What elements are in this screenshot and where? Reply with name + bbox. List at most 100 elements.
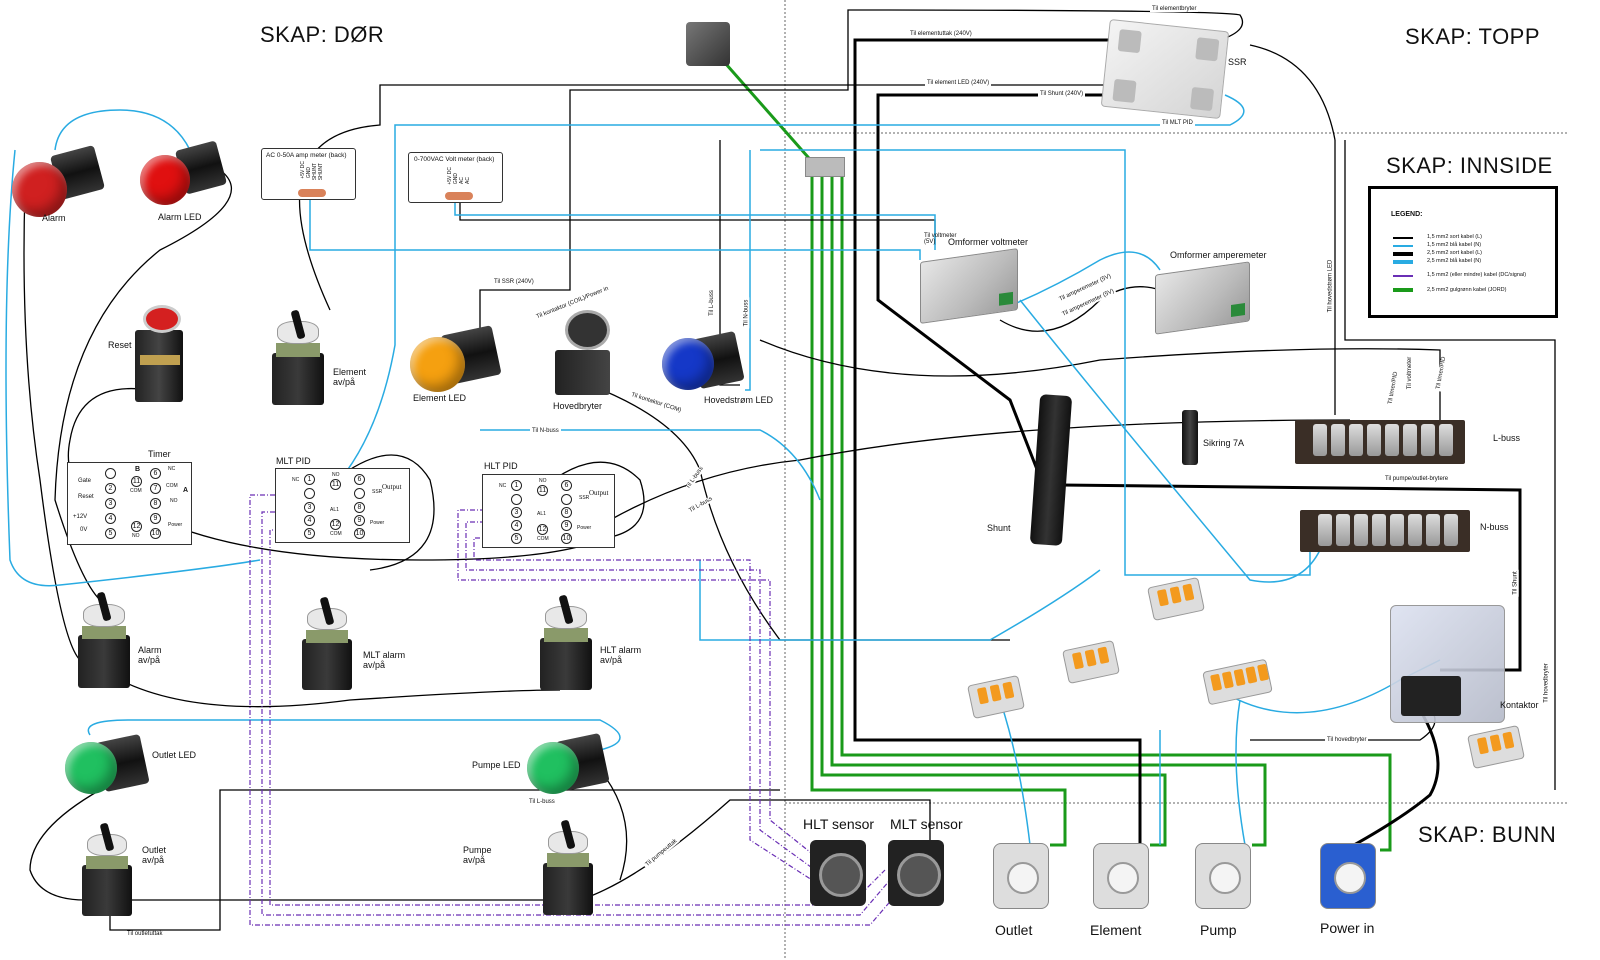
element-label: Element	[1090, 922, 1142, 938]
legend-swatch	[1393, 237, 1413, 239]
mlt-pid-output: Output	[382, 483, 402, 491]
ssr	[1100, 18, 1230, 120]
wire-meter-n	[309, 200, 921, 260]
hlt-pid-pin: 5	[511, 533, 522, 544]
wire-n-element	[1219, 659, 1441, 714]
mlt-pid-no: NO	[332, 472, 340, 478]
power-in-label: Power in	[1320, 920, 1375, 936]
legend-item: 2,5 mm2 gulgrønn kabel (JORD)	[1427, 287, 1507, 293]
timer-no: NO	[170, 498, 178, 504]
mlt-sensor-socket	[888, 840, 944, 906]
wire-n-loop	[480, 429, 821, 501]
mlt-pid-title: MLT PID	[276, 456, 311, 466]
mlt-pid-pin: 9	[354, 515, 365, 526]
potentiometer	[686, 22, 730, 66]
mlt-pid-pin: 4	[304, 515, 315, 526]
wire-volt-bus	[1344, 140, 1556, 790]
wire-label: Til hovedbryter	[1325, 737, 1369, 743]
hlt-pid: NC 1 3 4 5 NO 11 AL1 12 COM 6 8 9 10 SSR…	[482, 474, 615, 548]
wire-alarm-led	[54, 169, 232, 601]
hlt-pid-title: HLT PID	[484, 461, 518, 471]
wire-hlt-sensor-2	[465, 521, 816, 871]
wire-volt-n	[454, 200, 936, 250]
wire-volt-converter	[459, 200, 936, 245]
outlet-switch-label: Outlet av/på	[142, 845, 167, 865]
timer-pin: 9	[150, 513, 161, 524]
wire-n-to-wago	[1019, 299, 1321, 583]
element-led-label: Element LED	[413, 393, 467, 403]
alarm-switch	[78, 591, 130, 688]
timer-no-b: NO	[132, 533, 140, 539]
mlt-pid: NC 1 3 4 5 NO 11 AL1 12 COM 6 8 9 10 SSR…	[275, 468, 410, 543]
pump-switch	[543, 819, 593, 915]
timer-title: Timer	[148, 449, 171, 459]
amp-meter-pin: SHUNT	[318, 163, 324, 181]
wire-label: Til voltmeter	[1407, 354, 1414, 392]
element-switch-label: Element av/på	[333, 367, 367, 387]
l-bus	[1295, 420, 1465, 464]
amp-converter-label: Omformer amperemeter	[1170, 250, 1267, 260]
power-in-socket	[1320, 843, 1376, 909]
hlt-pid-output: Output	[589, 489, 609, 497]
mlt-alarm-switch	[302, 596, 352, 690]
hlt-pid-pin: 10	[561, 533, 572, 544]
earth-wire-power	[840, 175, 1392, 852]
alarm-switch-label: Alarm av/på	[138, 645, 162, 665]
wire-alarm-outer	[5, 149, 261, 587]
wire-hlt-loop	[539, 461, 645, 541]
wire-mlt-loop	[334, 454, 435, 571]
mlt-pid-pin: 8	[354, 502, 365, 513]
timer-reset: Reset	[78, 494, 94, 500]
wire-label: Til SSR (240V)	[492, 279, 536, 285]
wire-label: Til hovedstrøm LED	[1327, 257, 1334, 315]
pump-led-label: Pumpe LED	[472, 760, 521, 770]
hlt-pid-pin: 1	[511, 480, 522, 491]
wire-pumpe	[579, 799, 931, 901]
timer-pin: 11	[131, 476, 142, 487]
mlt-pid-pin: 12	[330, 519, 341, 530]
mlt-pid-com: COM	[330, 531, 342, 537]
outlet-led-label: Outlet LED	[152, 750, 197, 760]
mlt-pid-pin: 11	[330, 479, 341, 490]
contactor	[1390, 605, 1505, 723]
hlt-sensor-socket	[810, 840, 866, 906]
legend-swatch	[1393, 275, 1413, 277]
wire-outlet-led	[29, 789, 101, 901]
volt-meter-connector	[445, 192, 473, 200]
wire-label: Til outletuttak	[125, 931, 165, 937]
mlt-pid-ssr: SSR	[372, 489, 383, 495]
wire-label: Til L-buss	[527, 799, 557, 805]
legend-swatch	[1393, 252, 1413, 256]
hlt-pid-pin: 6	[561, 480, 572, 491]
wire-hlt-sensor-3	[473, 537, 813, 881]
legend-item: 1,5 mm2 blå kabel (N)	[1427, 242, 1482, 248]
section-title-top: SKAP: TOPP	[1405, 24, 1541, 49]
wire-pid-power	[609, 419, 1351, 521]
wire-alarm-n	[54, 109, 191, 151]
timer-com-a: COM	[166, 483, 178, 489]
wire-n-bus-main	[760, 149, 1311, 576]
legend-item: 1,5 mm2 (eller mindre) kabel (DC/signal)	[1427, 272, 1527, 278]
wire-label: Til N-buss	[743, 297, 750, 329]
alarm-label: Alarm	[42, 213, 66, 223]
hlt-pid-power: Power	[577, 525, 592, 531]
mlt-pid-pin: 5	[304, 528, 315, 539]
hlt-pid-al1: AL1	[537, 511, 546, 517]
timer-a: A	[183, 487, 189, 494]
hlt-sensor-label: HLT sensor	[803, 816, 875, 832]
wire-mlt-pid	[339, 94, 1245, 481]
wire-label: Til L-buss	[708, 288, 715, 318]
wire-elementuttak	[853, 38, 1142, 845]
hlt-pid-pin: 4	[511, 520, 522, 531]
hlt-pid-pin: 12	[537, 524, 548, 535]
timer-gate: Gate	[78, 478, 92, 484]
earth-wire-outlet	[810, 175, 1067, 847]
wire-label: Til N-buss	[530, 428, 561, 434]
hlt-pid-com: COM	[537, 536, 549, 542]
wire-l-bus-loop	[759, 339, 1441, 420]
legend-swatch	[1393, 260, 1413, 264]
hlt-pid-pin: 8	[561, 507, 572, 518]
timer: Gate Reset +12V 0V 2 3 4 5 B 11 COM 12 N…	[67, 462, 192, 545]
mlt-pid-pin: 3	[304, 502, 315, 513]
wire-label: Til pumpe/outlet-brytere	[1383, 476, 1451, 482]
